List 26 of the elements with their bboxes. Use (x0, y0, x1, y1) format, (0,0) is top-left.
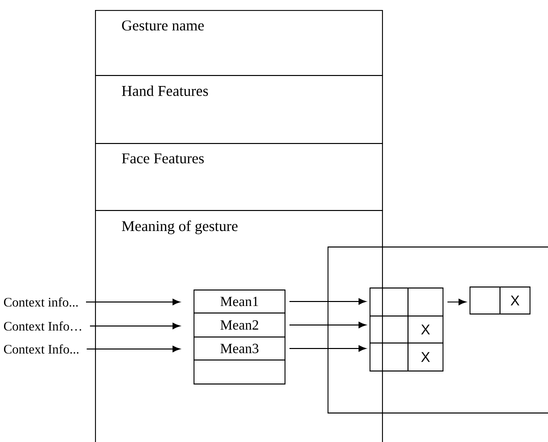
arrow (289, 322, 366, 328)
empty-box (370, 288, 408, 316)
empty-box (470, 286, 500, 314)
meaning-cell: Mean3 (194, 336, 286, 360)
table-cell: Face Features (95, 143, 383, 211)
arrow (447, 298, 466, 306)
meaning-cell: Mean2 (194, 312, 286, 338)
marked-cell: X (408, 316, 444, 344)
marked-cell: X (500, 286, 530, 314)
empty-box (370, 342, 408, 372)
context-label: Context info... (4, 297, 78, 307)
meaning-cell: Mean1 (194, 290, 286, 314)
empty-box (328, 246, 548, 414)
arrow (289, 298, 366, 305)
context-label: Context Info… (4, 321, 82, 331)
table-cell: Gesture name (95, 10, 383, 76)
empty-box (370, 316, 408, 344)
marked-cell: X (408, 342, 444, 372)
context-label: Context Info... (4, 344, 78, 354)
empty-box (194, 360, 286, 384)
table-cell: Hand Features (95, 75, 383, 144)
arrow (86, 346, 180, 352)
arrow (90, 322, 180, 330)
empty-box (408, 288, 444, 316)
arrow (289, 345, 366, 352)
arrow (86, 298, 180, 306)
